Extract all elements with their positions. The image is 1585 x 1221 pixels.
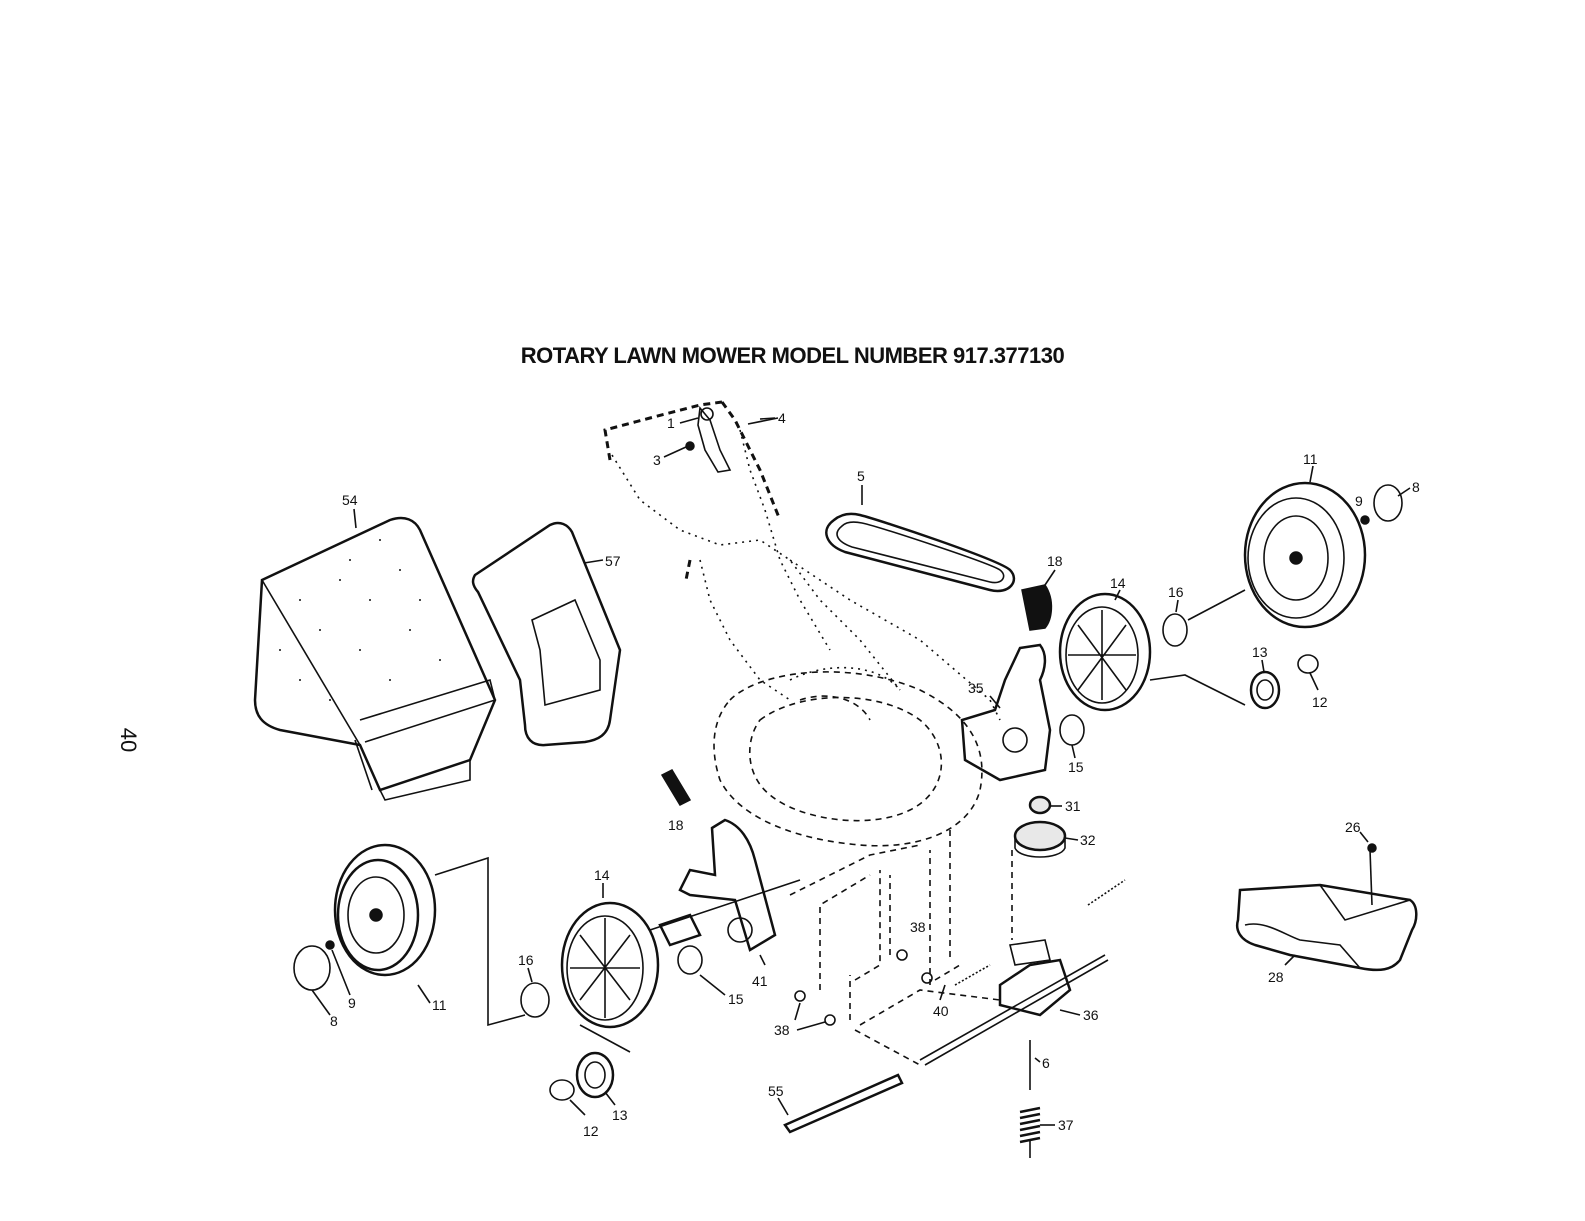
callout-38-upper: 38 [910, 919, 926, 935]
callout-14-right: 14 [1110, 575, 1126, 591]
drive-gear-right [1251, 655, 1318, 708]
side-discharge-chute [1237, 844, 1416, 970]
callout-9-left: 9 [348, 995, 356, 1011]
callout-18-left: 18 [668, 817, 684, 833]
callout-15-left: 15 [728, 991, 744, 1007]
callout-12-left: 12 [583, 1123, 599, 1139]
drive-gear-left [550, 1053, 613, 1100]
grass-bag-frame [473, 523, 620, 745]
callout-12-right: 12 [1312, 694, 1328, 710]
callout-16-left: 16 [518, 952, 534, 968]
callout-8-right: 8 [1412, 479, 1420, 495]
callout-11-right: 11 [1303, 451, 1318, 467]
callout-57: 57 [605, 553, 621, 569]
transmission-assembly [855, 830, 1125, 1065]
callout-11-left: 11 [432, 997, 447, 1013]
callout-41: 41 [752, 973, 768, 989]
callout-3: 3 [653, 452, 661, 468]
drive-belt [826, 514, 1014, 591]
callout-18-right: 18 [1047, 553, 1063, 569]
callout-5: 5 [857, 468, 865, 484]
callout-32: 32 [1080, 832, 1096, 848]
callout-16-right: 16 [1168, 584, 1184, 600]
callout-38-lower: 38 [774, 1022, 790, 1038]
callout-15-right: 15 [1068, 759, 1084, 775]
bag-texture [279, 539, 441, 701]
axle-rod-and-spring [785, 1040, 1040, 1158]
handle-assembly [605, 402, 1000, 720]
callout-13-right: 13 [1252, 644, 1268, 660]
callout-13-left: 13 [612, 1107, 628, 1123]
callout-55: 55 [768, 1083, 784, 1099]
callout-35: 35 [968, 680, 984, 696]
callout-36: 36 [1083, 1007, 1099, 1023]
callout-9-right: 9 [1355, 493, 1363, 509]
height-adjuster-left [660, 770, 775, 950]
rear-wheel-left [294, 845, 525, 1025]
callout-14-left: 14 [594, 867, 610, 883]
callout-28: 28 [1268, 969, 1284, 985]
callout-8-left: 8 [330, 1013, 338, 1029]
mower-deck [714, 668, 982, 846]
callout-1: 1 [667, 415, 675, 431]
front-wheel-right [1060, 590, 1245, 710]
front-wheel-left [521, 903, 702, 1052]
callout-6: 6 [1042, 1055, 1050, 1071]
rear-wheel-right [1245, 483, 1402, 627]
callout-26: 26 [1345, 819, 1361, 835]
callout-4: 4 [778, 410, 786, 426]
callout-54: 54 [342, 492, 358, 508]
grass-catcher-bag [255, 518, 495, 800]
callout-37: 37 [1058, 1117, 1074, 1133]
callout-31: 31 [1065, 798, 1081, 814]
callout-40: 40 [933, 1003, 949, 1019]
